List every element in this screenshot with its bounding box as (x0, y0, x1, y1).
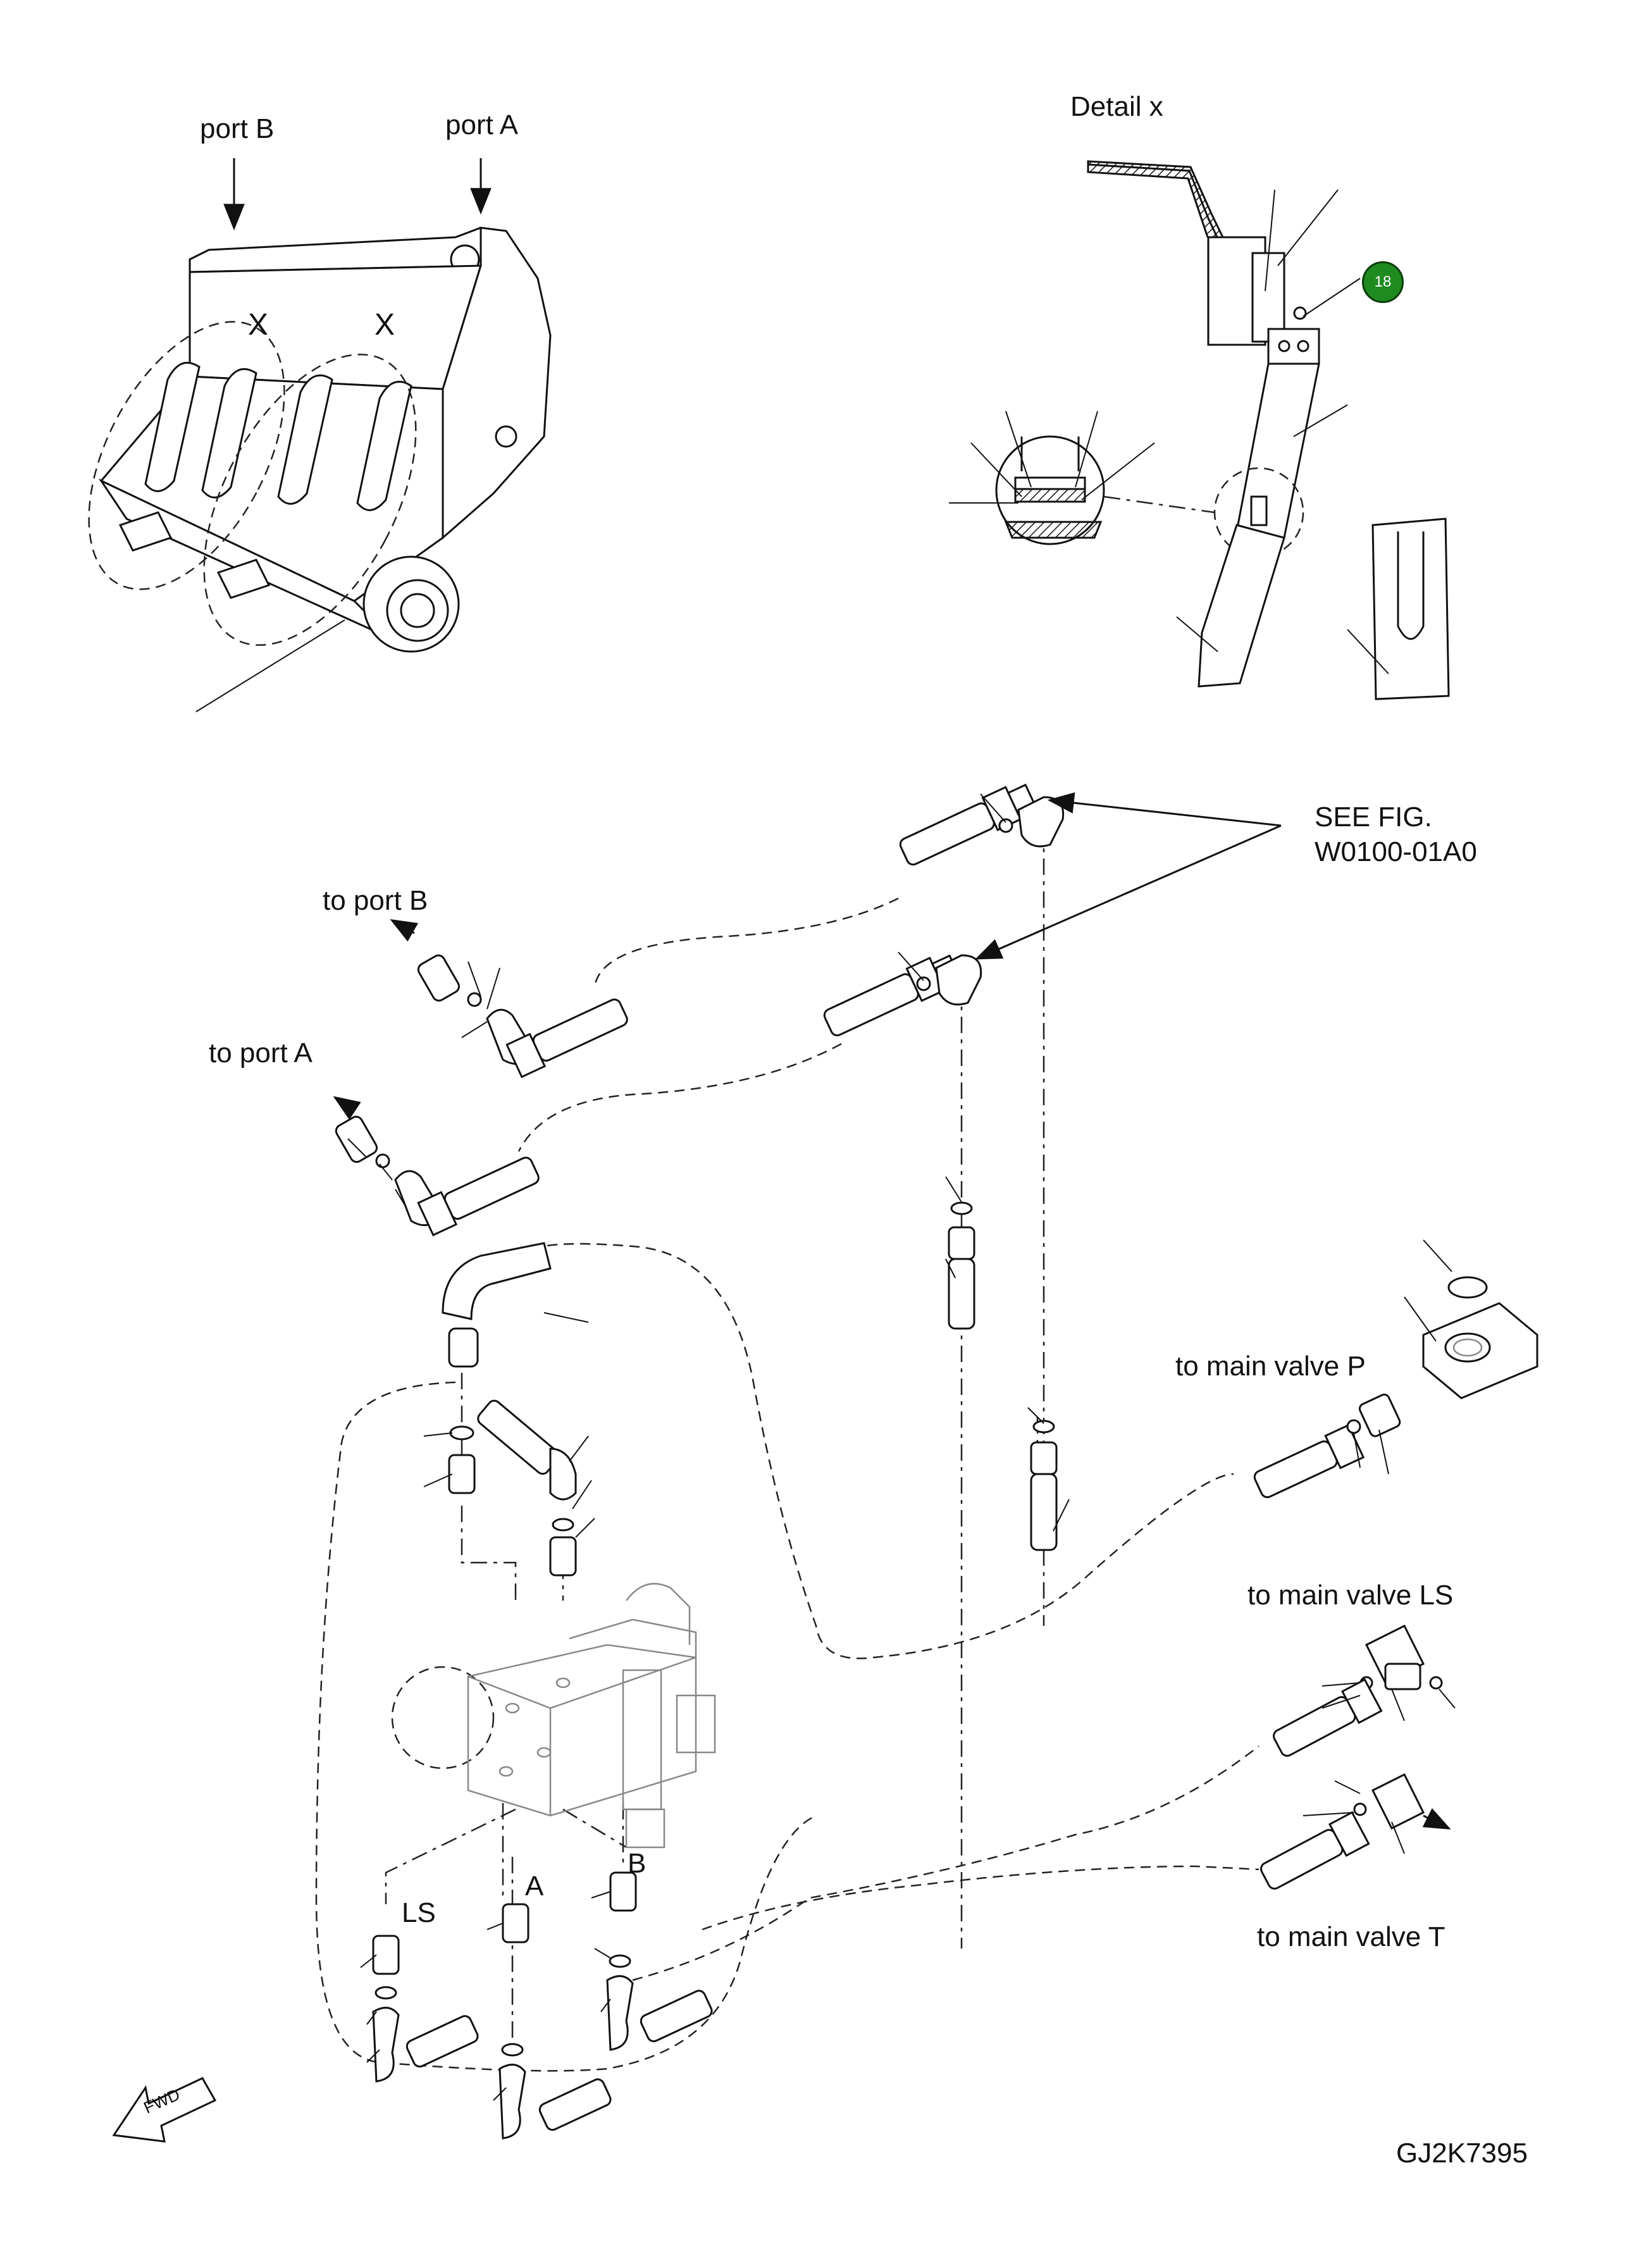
leader-lines (333, 792, 1456, 2101)
figure-id: GJ2K7395 (1396, 2138, 1528, 2169)
callout-badge-number: 18 (1374, 273, 1392, 290)
x-marker-right: X (374, 308, 395, 342)
detail-x-drawing (949, 160, 1450, 700)
to-main-valve-ls-label: to main valve LS (1247, 1580, 1454, 1611)
callout-badge-18: 18 (1362, 261, 1404, 303)
port-b-label: port B (200, 113, 275, 144)
valve-port-a-label: A (525, 1871, 544, 1902)
see-fig-line2: W0100-01A0 (1315, 836, 1477, 867)
bucket-drawing (88, 158, 552, 712)
to-main-valve-t-label: to main valve T (1257, 1921, 1445, 1952)
x-marker-left: X (248, 308, 269, 342)
see-fig-line1: SEE FIG. (1315, 802, 1432, 833)
to-port-b-label: to port B (323, 885, 428, 916)
control-valve-block (391, 1583, 716, 1849)
hose-routes (315, 826, 1260, 2072)
fwd-arrow-icon (112, 2077, 217, 2143)
detail-x-title: Detail x (1070, 91, 1163, 122)
port-a-label: port A (445, 109, 518, 140)
valve-port-b-label: B (628, 1848, 647, 1879)
valve-port-ls-label: LS (402, 1897, 436, 1928)
hose-fittings (335, 783, 1538, 2140)
to-main-valve-p-label: to main valve P (1175, 1351, 1366, 1382)
to-port-a-label: to port A (209, 1038, 313, 1069)
